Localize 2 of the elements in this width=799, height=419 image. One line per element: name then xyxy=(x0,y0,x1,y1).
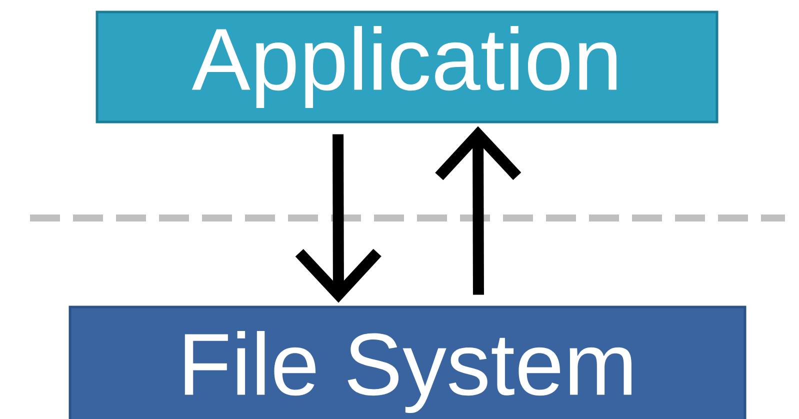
process-box: File System xyxy=(68,306,746,419)
process-box: Application xyxy=(96,10,718,124)
